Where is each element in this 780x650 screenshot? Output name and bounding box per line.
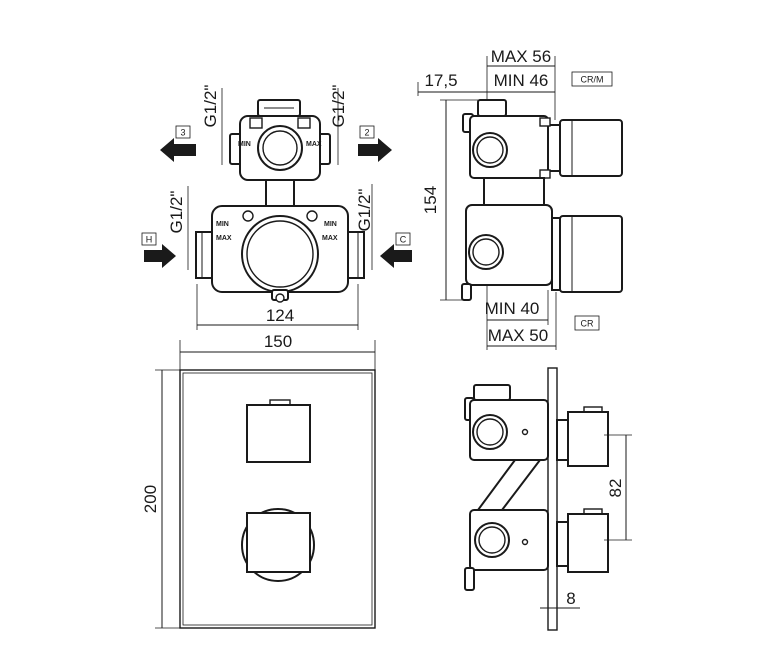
port-thread-label-lower-right: G1/2" bbox=[355, 189, 374, 232]
outlet-3-label: 3 bbox=[180, 128, 185, 138]
max-depth-dimension-2: MAX 50 bbox=[488, 326, 548, 345]
port-thread-label-upper-left: G1/2" bbox=[201, 85, 220, 128]
side-stem bbox=[483, 177, 545, 207]
hot-inlet-arrow-icon bbox=[144, 244, 176, 268]
valve-body-side bbox=[464, 384, 549, 591]
valve-side-view: MAX 56 17,5 MIN 46 CR/M 154 bbox=[417, 47, 623, 350]
upper-max-label: MAX bbox=[306, 141, 322, 148]
valve-width-value: 124 bbox=[266, 306, 294, 325]
port-thread-label-upper-right: G1/2" bbox=[329, 85, 348, 128]
outlet-3-arrow-icon bbox=[160, 138, 196, 162]
valve-width-dimension: 124 bbox=[196, 284, 359, 330]
lower-handle-side bbox=[567, 513, 609, 573]
upper-cartridge-side bbox=[462, 99, 623, 179]
lower-knob bbox=[246, 512, 311, 573]
lower-valve-body: MIN MAX MIN MAX bbox=[195, 205, 365, 303]
valve-front-view: MIN MAX MIN MAX MIN MAX G1/2" bbox=[141, 85, 412, 330]
handle-spacing-dimension: 82 bbox=[606, 479, 625, 498]
finish-code-cr: CR bbox=[581, 319, 594, 329]
upper-knob bbox=[246, 404, 311, 463]
plate-width-dimension: 150 bbox=[264, 332, 292, 351]
hot-inlet-label: H bbox=[146, 235, 153, 245]
upper-min-label: MIN bbox=[238, 141, 251, 148]
plate-side-view: 82 8 bbox=[464, 367, 632, 631]
lower-right-min-label: MIN bbox=[324, 221, 337, 228]
plate-thickness-dimension: 8 bbox=[566, 589, 575, 608]
min-depth-dimension: MIN 46 bbox=[494, 71, 549, 90]
outlet-2-label: 2 bbox=[364, 128, 369, 138]
lower-left-min-label: MIN bbox=[216, 221, 229, 228]
cold-inlet-arrow-icon bbox=[380, 244, 412, 268]
cold-inlet-label: C bbox=[400, 235, 407, 245]
min-depth-dimension-2: MIN 40 bbox=[485, 299, 540, 318]
offset-dimension: 17,5 bbox=[424, 71, 457, 90]
upper-valve-body: MIN MAX bbox=[229, 99, 331, 181]
finish-code-crm: CR/M bbox=[581, 75, 604, 85]
lower-right-max-label: MAX bbox=[322, 235, 338, 242]
outlet-2-arrow-icon bbox=[358, 138, 392, 162]
cover-plate-side bbox=[547, 367, 558, 631]
lower-left-max-label: MAX bbox=[216, 235, 232, 242]
valve-stem bbox=[265, 179, 295, 207]
plate-height-dimension: 200 bbox=[141, 485, 160, 513]
upper-handle-side bbox=[567, 411, 609, 467]
lower-cartridge-side bbox=[461, 204, 623, 301]
plate-front-view: 150 200 bbox=[141, 332, 376, 629]
port-thread-label-lower-left: G1/2" bbox=[167, 191, 186, 234]
valve-height-dimension: 154 bbox=[421, 186, 440, 214]
max-depth-dimension: MAX 56 bbox=[491, 47, 551, 66]
